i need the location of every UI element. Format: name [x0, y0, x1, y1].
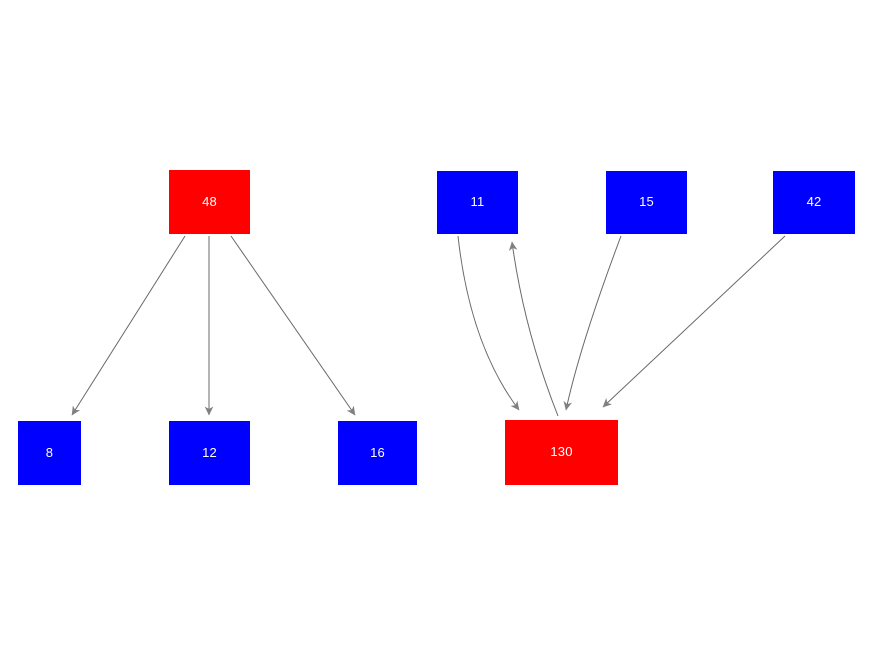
node-8[interactable]: 8: [18, 421, 81, 485]
node-12[interactable]: 12: [169, 421, 250, 485]
edge-n48-to-n16: [230, 235, 356, 416]
node-label: 12: [202, 444, 217, 460]
node-label: 130: [550, 444, 573, 459]
node-label: 42: [806, 194, 822, 209]
edge-n48-to-n8: [71, 235, 186, 416]
edge-n15-to-n130: [563, 235, 622, 411]
edge-n130-to-n11: [508, 241, 559, 417]
node-label: 15: [639, 194, 654, 209]
node-label: 8: [45, 444, 54, 460]
node-16[interactable]: 16: [338, 421, 417, 485]
node-130[interactable]: 130: [505, 420, 618, 485]
node-42[interactable]: 42: [773, 171, 855, 234]
node-label: 16: [370, 444, 385, 460]
edge-n11-to-n130: [457, 235, 520, 411]
edge-group: [71, 235, 786, 417]
edge-n42-to-n130: [602, 235, 786, 408]
node-15[interactable]: 15: [606, 171, 687, 234]
node-11[interactable]: 11: [437, 171, 518, 234]
node-label: 11: [470, 194, 485, 209]
node-48[interactable]: 48: [169, 170, 250, 234]
node-label: 48: [202, 193, 217, 209]
